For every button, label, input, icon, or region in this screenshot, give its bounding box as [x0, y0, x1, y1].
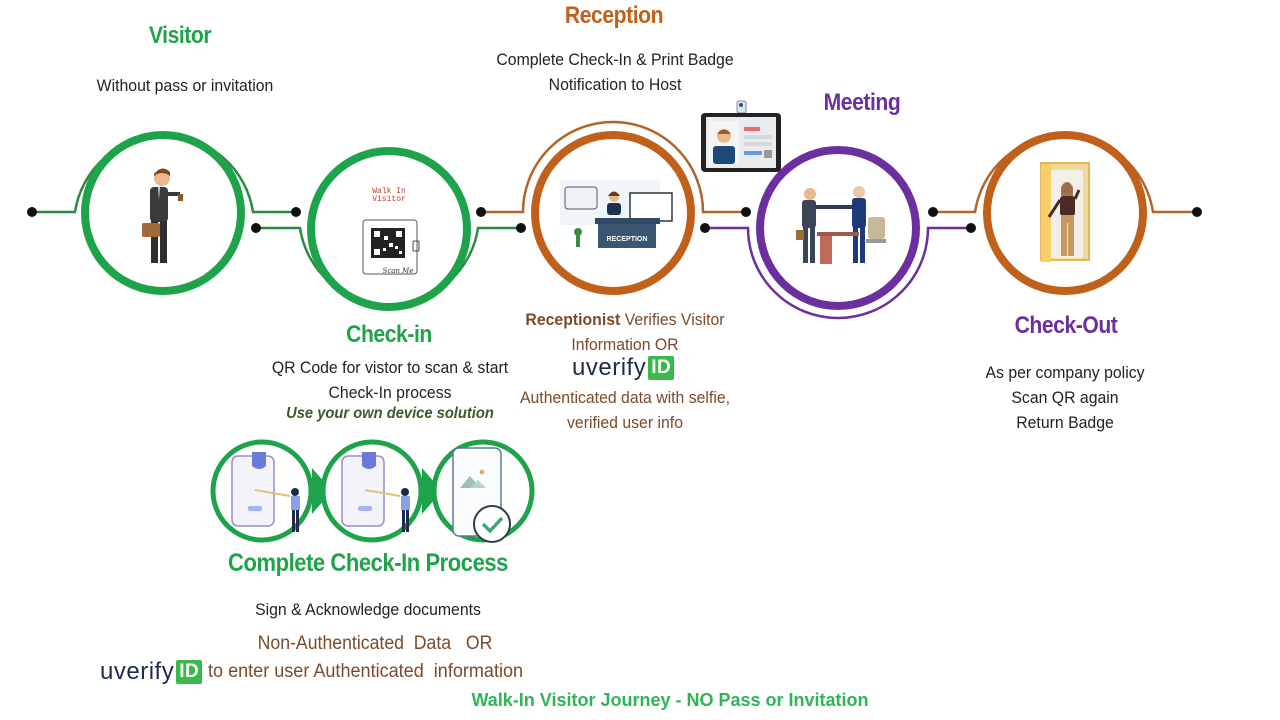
connector-dot [1192, 207, 1202, 217]
svg-text:Scan Me: Scan Me [383, 267, 414, 275]
process-step-2-icon [320, 439, 424, 543]
reception-title: Reception [564, 2, 664, 29]
process-step-3-icon [431, 439, 535, 543]
connector-dot [741, 207, 751, 217]
verify-bold: Receptionist [525, 310, 621, 329]
checkout-line: As per company policy [985, 363, 1145, 382]
footer-title: Walk-In Visitor Journey - NO Pass or Inv… [471, 690, 869, 710]
complete-process-line-3: to enter user Authenticated information [208, 661, 524, 682]
verify-line-1: Receptionist Verifies Visitor [499, 307, 750, 332]
reception-verify-text: Receptionist Verifies Visitor Informatio… [499, 307, 750, 357]
connector-meeting-arc [705, 226, 971, 320]
process-step-1-icon [210, 439, 314, 543]
connector-dot [291, 207, 301, 217]
verify-line-2: Information OR [571, 335, 679, 354]
meeting-ring [756, 146, 920, 310]
checkout-line: Scan QR again [1011, 388, 1119, 407]
verify-line-1-rest: Verifies Visitor [620, 310, 725, 329]
checkin-note: Use your own device solution [286, 405, 494, 422]
connector-dot [966, 223, 976, 233]
verify-line-4: verified user info [566, 413, 683, 432]
connector-dot [516, 223, 526, 233]
connector-reception-arc [481, 120, 746, 214]
connector-dot [476, 207, 486, 217]
verify-line-3: Authenticated data with selfie, [519, 388, 731, 407]
reception-desk-icon: RECEPTION [560, 180, 673, 248]
uverify-logo-text: uverify [100, 658, 175, 685]
reception-line: Complete Check-In & Print Badge [496, 50, 734, 69]
qr-code-icon: Walk In Visitor Scan Me [362, 187, 420, 275]
visitor-title: Visitor [148, 22, 212, 49]
checkout-title: Check-Out [1014, 312, 1118, 339]
checkin-line: Check-In process [328, 383, 452, 402]
complete-process-line-1: Sign & Acknowledge documents [255, 600, 481, 619]
reception-line: Notification to Host [548, 75, 682, 94]
uverify-logo-id: ID [648, 356, 675, 380]
reception-verify-auth: Authenticated data with selfie, verified… [499, 385, 750, 435]
checkin-line: QR Code for vistor to scan & start [271, 358, 509, 377]
uverify-logo-id: ID [176, 660, 203, 684]
complete-process-title: Complete Check-In Process [227, 549, 508, 577]
connector-dot [928, 207, 938, 217]
checkout-description: As per company policy Scan QR again Retu… [949, 360, 1182, 435]
visitor-description: Without pass or invitation [96, 76, 274, 95]
visitor-badge-icon [701, 100, 781, 172]
svg-text:Visitor: Visitor [372, 195, 406, 204]
connector-dot [27, 207, 37, 217]
reception-description: Complete Check-In & Print Badge Notifica… [466, 47, 764, 97]
checkin-title: Check-in [346, 321, 432, 348]
handshake-meeting-icon [796, 186, 886, 264]
uverify-logo-text: uverify [572, 354, 647, 381]
door-exit-icon [1040, 162, 1090, 262]
complete-process-line-2: Non-Authenticated Data OR [257, 633, 493, 654]
desk-label: RECEPTION [607, 236, 648, 243]
process-steps [210, 439, 535, 543]
checkin-description: QR Code for vistor to scan & start Check… [251, 355, 530, 405]
meeting-title: Meeting [823, 89, 901, 116]
connector-dot [700, 223, 710, 233]
svg-text:Walk In: Walk In [372, 187, 406, 196]
connector-dot [251, 223, 261, 233]
checkout-line: Return Badge [1016, 413, 1114, 432]
visitor-businessman-icon [142, 168, 183, 263]
